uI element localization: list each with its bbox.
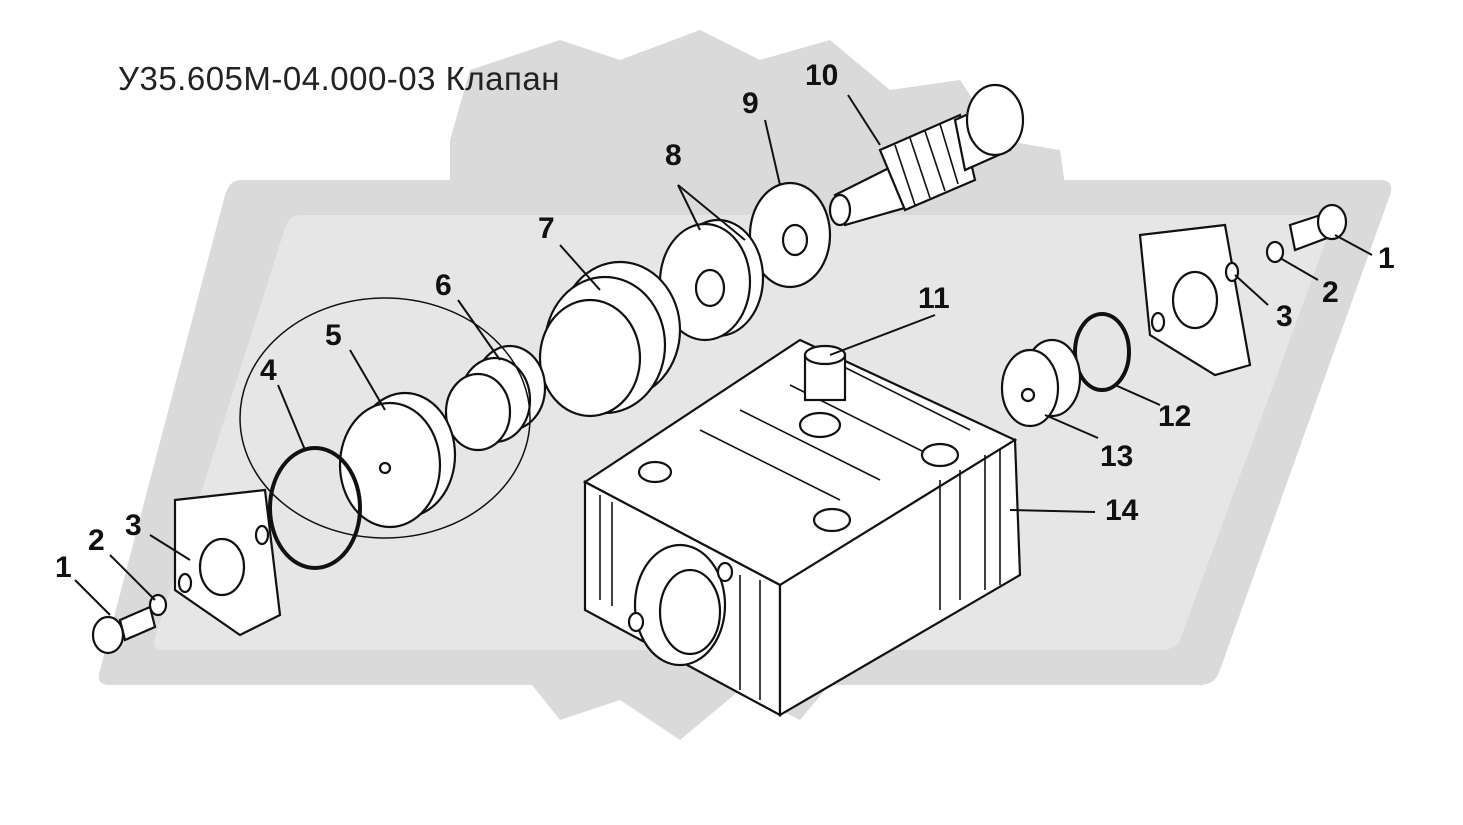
block-bore-inner (658, 568, 722, 656)
bolt-left (91, 605, 157, 655)
o-ring-large (268, 446, 362, 570)
diagram-title: У35.605М-04.000-03 Клапан (118, 60, 560, 97)
callouts: 1 2 3 12 13 14 11 10 9 8 7 6 5 4 3 2 1 (55, 59, 1395, 584)
piston (338, 391, 457, 529)
spool-head (965, 83, 1025, 157)
callout-12: 12 (1158, 400, 1191, 433)
small-spring-coil (444, 372, 512, 452)
large-spring (538, 260, 682, 418)
leader-3-left (149, 534, 191, 561)
fitting (803, 344, 847, 402)
cover-plate-left (173, 488, 282, 637)
cover-plate-right-hole (1171, 270, 1219, 330)
block-hatching (599, 364, 1001, 700)
leader-9 (764, 119, 781, 186)
leader-12 (1114, 384, 1161, 406)
leader-6 (457, 299, 501, 361)
callout-14: 14 (1105, 494, 1139, 527)
spring-washer-right (1265, 240, 1285, 264)
leader-13 (1044, 414, 1099, 439)
callout-3-left: 3 (125, 509, 142, 542)
piston-hole (378, 461, 392, 475)
block-port-top (798, 411, 842, 439)
leader-10 (847, 94, 881, 146)
leader-2-left (109, 554, 156, 601)
callout-4: 4 (260, 354, 277, 387)
callout-2-right: 2 (1322, 276, 1339, 309)
callout-9: 9 (742, 87, 759, 120)
block-screw-hole (716, 561, 734, 583)
bolt-right-head (1316, 203, 1348, 241)
small-spring (444, 344, 547, 452)
cover-plate-left-screw-hole (177, 572, 193, 594)
leader-3-right (1234, 274, 1269, 306)
cover-plate-right-screw-hole (1150, 311, 1166, 333)
callout-11: 11 (918, 282, 950, 315)
callout-13: 13 (1100, 440, 1133, 473)
block-port-right (920, 442, 960, 468)
leader-2-right (1279, 257, 1319, 281)
o-ring-small (1073, 312, 1131, 392)
leader-8b (677, 184, 746, 241)
cover-plate-left-screw-hole (254, 524, 270, 546)
leader-14 (1009, 509, 1096, 513)
spool-hatching (894, 123, 959, 206)
callout-6: 6 (435, 269, 452, 302)
callout-7: 7 (538, 212, 555, 245)
leader-1-left (74, 579, 111, 616)
cover-plate-left-hole (198, 537, 246, 597)
callout-1-left: 1 (55, 551, 72, 584)
callout-8: 8 (665, 139, 682, 172)
leader-7 (559, 244, 601, 291)
callout-10: 10 (805, 59, 838, 92)
cover-plate-right-screw-hole (1224, 261, 1240, 283)
block-port-left (637, 460, 673, 484)
plug (1000, 338, 1082, 428)
spool-lands (878, 113, 977, 212)
callout-3-right: 3 (1276, 300, 1293, 333)
spool (828, 83, 1025, 227)
callout-1-right: 1 (1378, 242, 1395, 275)
leader-11 (829, 314, 936, 356)
leader-8a (677, 184, 701, 231)
washer-hole (781, 223, 809, 257)
callout-2-left: 2 (88, 524, 105, 557)
leader-lines (74, 94, 1373, 616)
leader-1-right (1334, 234, 1373, 256)
bolt-left-head (91, 615, 125, 655)
leader-4 (277, 384, 306, 451)
block-screw-hole (627, 611, 645, 633)
plug-hole (1020, 387, 1036, 403)
plug-front (1000, 348, 1060, 428)
block-port-side (812, 507, 852, 533)
washer-pair-hole (694, 268, 726, 308)
callout-5: 5 (325, 319, 342, 352)
leader-5 (349, 349, 386, 411)
spool-rod-end (828, 193, 852, 227)
assembly-ellipse (239, 297, 531, 539)
valve-body-block (582, 338, 1022, 717)
large-spring-coil (538, 298, 642, 418)
fitting-top (803, 344, 847, 366)
cover-plate-right (1138, 223, 1252, 377)
